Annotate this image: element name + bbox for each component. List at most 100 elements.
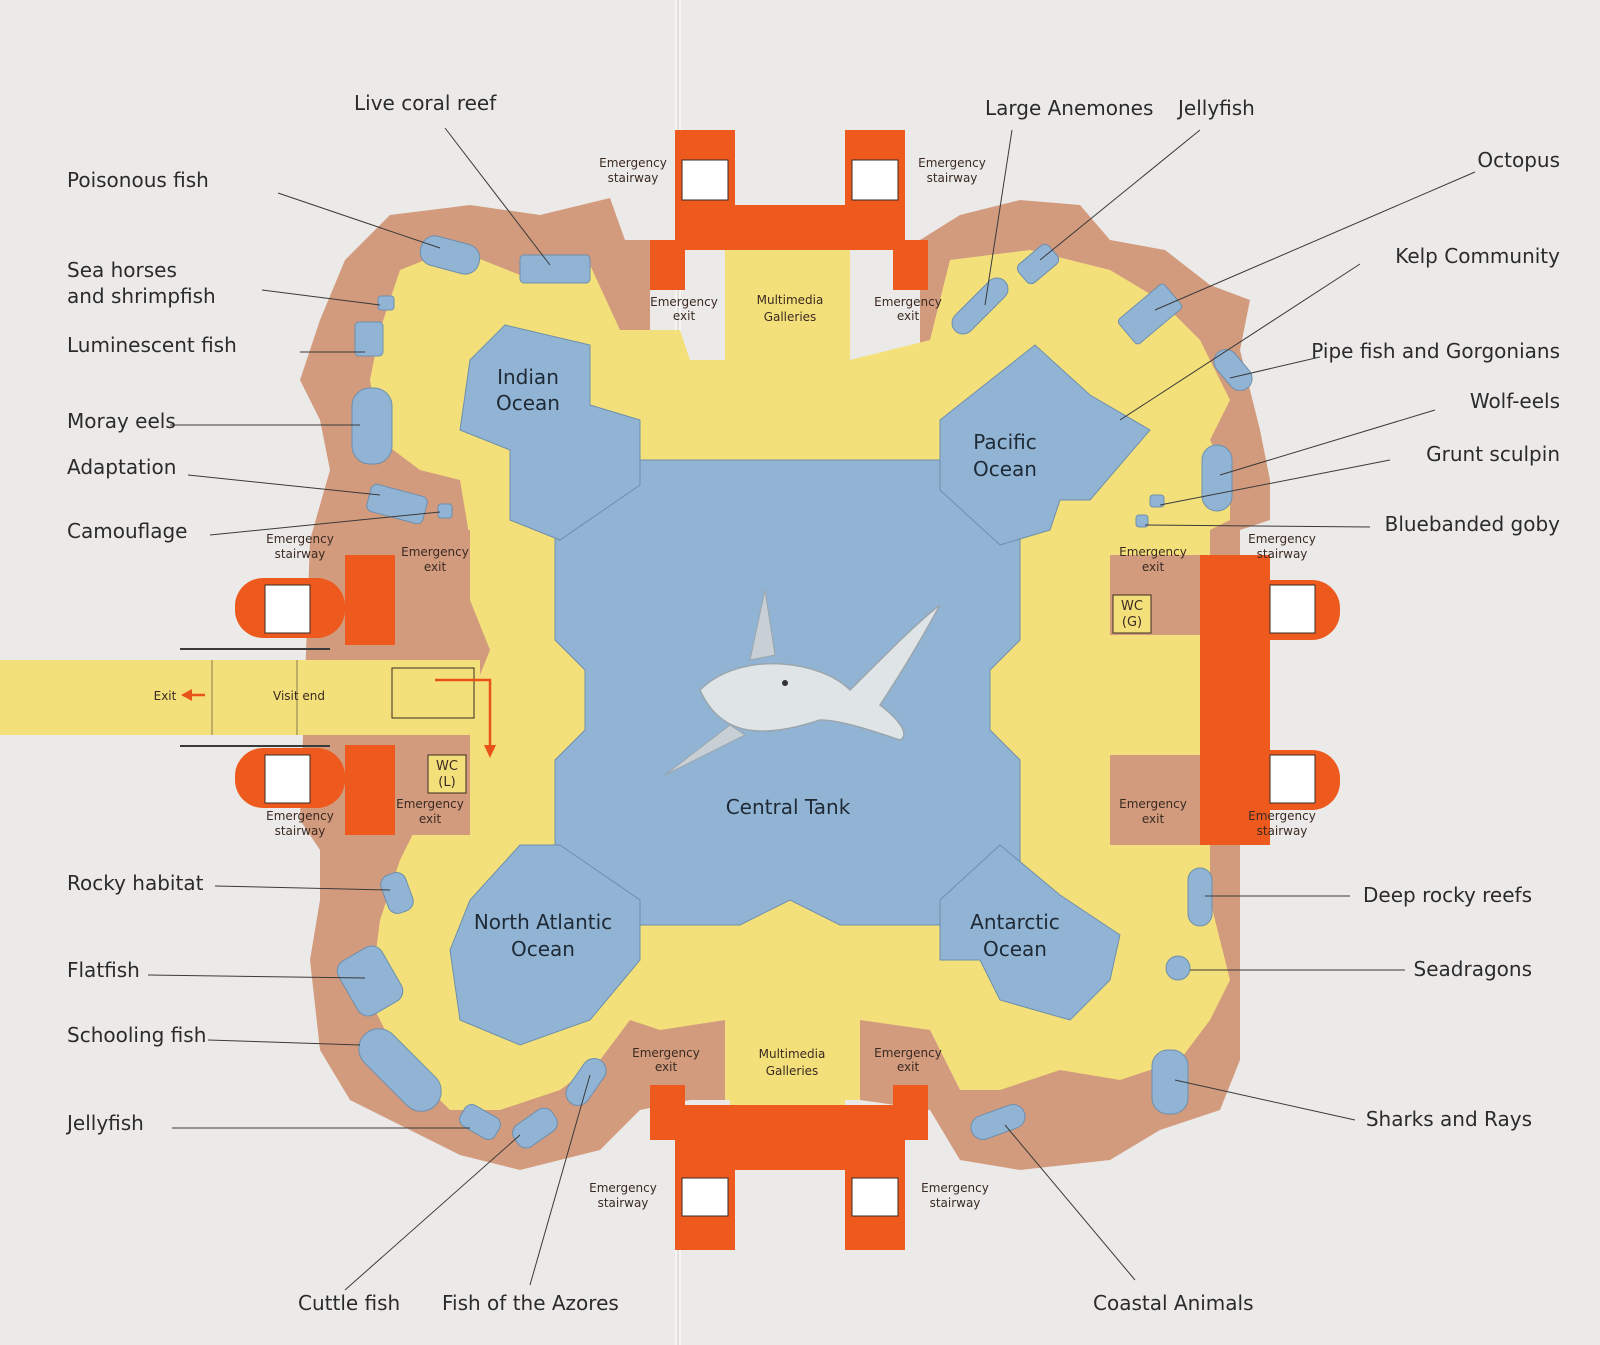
jellyfish-left-tank	[459, 1104, 501, 1140]
label-live-coral-reef: Live coral reef	[354, 91, 497, 115]
central-tank-label: Central Tank	[726, 795, 851, 819]
antarctic-tank	[939, 844, 1121, 1021]
wc-l-label-2: (L)	[438, 775, 455, 790]
wc-g-box	[1112, 594, 1152, 634]
label-cuttle-fish: Cuttle fish	[298, 1291, 400, 1315]
multimedia-top-2: Galleries	[764, 310, 817, 324]
label-camouflage: Camouflage	[67, 519, 187, 543]
wc-l-box	[427, 754, 467, 794]
pacific-ocean-label-2: Ocean	[973, 457, 1037, 481]
label-moray-eels: Moray eels	[67, 409, 176, 433]
leader-lines	[147, 127, 1476, 1291]
stairway-bottom-right-1: Emergency	[921, 1181, 989, 1195]
label-sharks-rays: Sharks and Rays	[1366, 1107, 1532, 1131]
fish-of-azores-tank	[565, 1058, 607, 1106]
indian-ocean-label-2: Ocean	[496, 391, 560, 415]
sea-horses-tank	[377, 295, 395, 311]
corridor-wall-bottom	[180, 745, 330, 747]
jellyfish-right-tank	[1016, 243, 1060, 285]
stairway-right-top-1: Emergency	[1248, 532, 1316, 546]
camouflage-tank	[437, 503, 453, 519]
wolf-eels-tank	[1201, 444, 1233, 512]
exit-right-bottom-2: exit	[1142, 812, 1165, 826]
stairway-right-top-2: stairway	[1257, 547, 1308, 561]
label-jellyfish-left: Jellyfish	[65, 1111, 144, 1135]
luminescent-fish-tank	[354, 321, 384, 357]
label-seadragons: Seadragons	[1414, 957, 1532, 981]
octopus-tank	[1117, 283, 1183, 345]
exit-left-bottom-2: exit	[419, 812, 442, 826]
label-coastal-animals: Coastal Animals	[1093, 1291, 1254, 1315]
deep-rocky-reefs-tank	[1187, 867, 1213, 927]
exit-corridor	[0, 660, 480, 735]
route-arrow	[435, 678, 492, 750]
exit-label: Exit	[154, 689, 177, 703]
emergency-bottom-corridor	[675, 1105, 905, 1170]
stair-right-top-block	[1190, 580, 1340, 640]
north-atlantic-label-1: North Atlantic	[474, 910, 612, 934]
adaptation-tank	[366, 483, 428, 525]
stair-right-bottom-block	[1190, 750, 1340, 810]
emergency-exit-top-right	[893, 240, 928, 290]
visit-end-label: Visit end	[273, 689, 325, 703]
route-arrow-head	[484, 745, 496, 758]
indian-ocean-label-1: Indian	[497, 365, 559, 389]
stairway-left-bottom-1: Emergency	[266, 809, 334, 823]
large-anemones-tank	[951, 277, 1009, 335]
exit-bottom-left-1: Emergency	[632, 1046, 700, 1060]
cuttle-fish-tank	[512, 1107, 558, 1149]
poisonous-fish-tank	[419, 235, 481, 275]
exit-right-top-2: exit	[1142, 560, 1165, 574]
label-large-anemones: Large Anemones	[985, 96, 1153, 120]
exit-right-bottom-1: Emergency	[1119, 797, 1187, 811]
label-adaptation: Adaptation	[67, 455, 176, 479]
shark-icon	[664, 589, 941, 776]
exit-left-bottom-1: Emergency	[396, 797, 464, 811]
stair-top-left	[681, 159, 729, 201]
stair-left-top	[264, 584, 311, 634]
exit-arrow-head	[181, 689, 192, 701]
multimedia-top-room	[725, 250, 845, 345]
live-coral-reef-tank	[519, 254, 591, 284]
stairway-bottom-left-1: Emergency	[589, 1181, 657, 1195]
label-flatfish: Flatfish	[67, 958, 140, 982]
label-sea-horses: Sea horses	[67, 258, 177, 282]
multimedia-top-1: Multimedia	[757, 293, 824, 307]
label-luminescent-fish: Luminescent fish	[67, 333, 237, 357]
emergency-exit-bottom-left	[650, 1085, 685, 1140]
stair-right-bottom	[1269, 754, 1316, 804]
indian-ocean-tank	[459, 324, 641, 541]
exit-bottom-right-2: exit	[897, 1060, 920, 1074]
stairway-top-right-1: Emergency	[918, 156, 986, 170]
stairs-down-icon	[391, 667, 475, 719]
emergency-exit-bottom-right	[893, 1085, 928, 1140]
north-atlantic-tank	[449, 844, 641, 1046]
wc-g-label-2: (G)	[1122, 615, 1142, 630]
north-atlantic-label-2: Ocean	[511, 937, 575, 961]
stairway-right-bottom-1: Emergency	[1248, 809, 1316, 823]
antarctic-label-1: Antarctic	[970, 910, 1060, 934]
stairway-left-top-2: stairway	[275, 547, 326, 561]
label-shrimpfish: and shrimpfish	[67, 284, 216, 308]
label-wolf-eels: Wolf-eels	[1470, 389, 1560, 413]
label-bluebanded-goby: Bluebanded goby	[1385, 512, 1561, 536]
stairway-top-left-2: stairway	[608, 171, 659, 185]
label-pipe-fish: Pipe fish and Gorgonians	[1311, 339, 1560, 363]
exit-top-left-2: exit	[673, 309, 696, 323]
exit-top-right-1: Emergency	[874, 295, 942, 309]
schooling-fish-tank	[358, 1028, 442, 1112]
stair-left-bottom	[264, 754, 311, 804]
exit-top-right-2: exit	[897, 309, 920, 323]
coastal-animals-tank	[970, 1104, 1026, 1140]
emergency-left-bottom	[345, 745, 395, 835]
right-exit-room-bottom	[1110, 755, 1200, 845]
emergency-exit-top-left	[650, 240, 685, 290]
stair-bottom-left	[681, 1177, 729, 1217]
label-kelp-community: Kelp Community	[1395, 244, 1560, 268]
stairway-left-bottom-2: stairway	[275, 824, 326, 838]
rocky-habitat-tank	[380, 872, 414, 914]
stair-top-right	[851, 159, 899, 201]
label-schooling-fish: Schooling fish	[67, 1023, 206, 1047]
label-jellyfish-right: Jellyfish	[1176, 96, 1255, 120]
emergency-left-top	[345, 555, 395, 645]
